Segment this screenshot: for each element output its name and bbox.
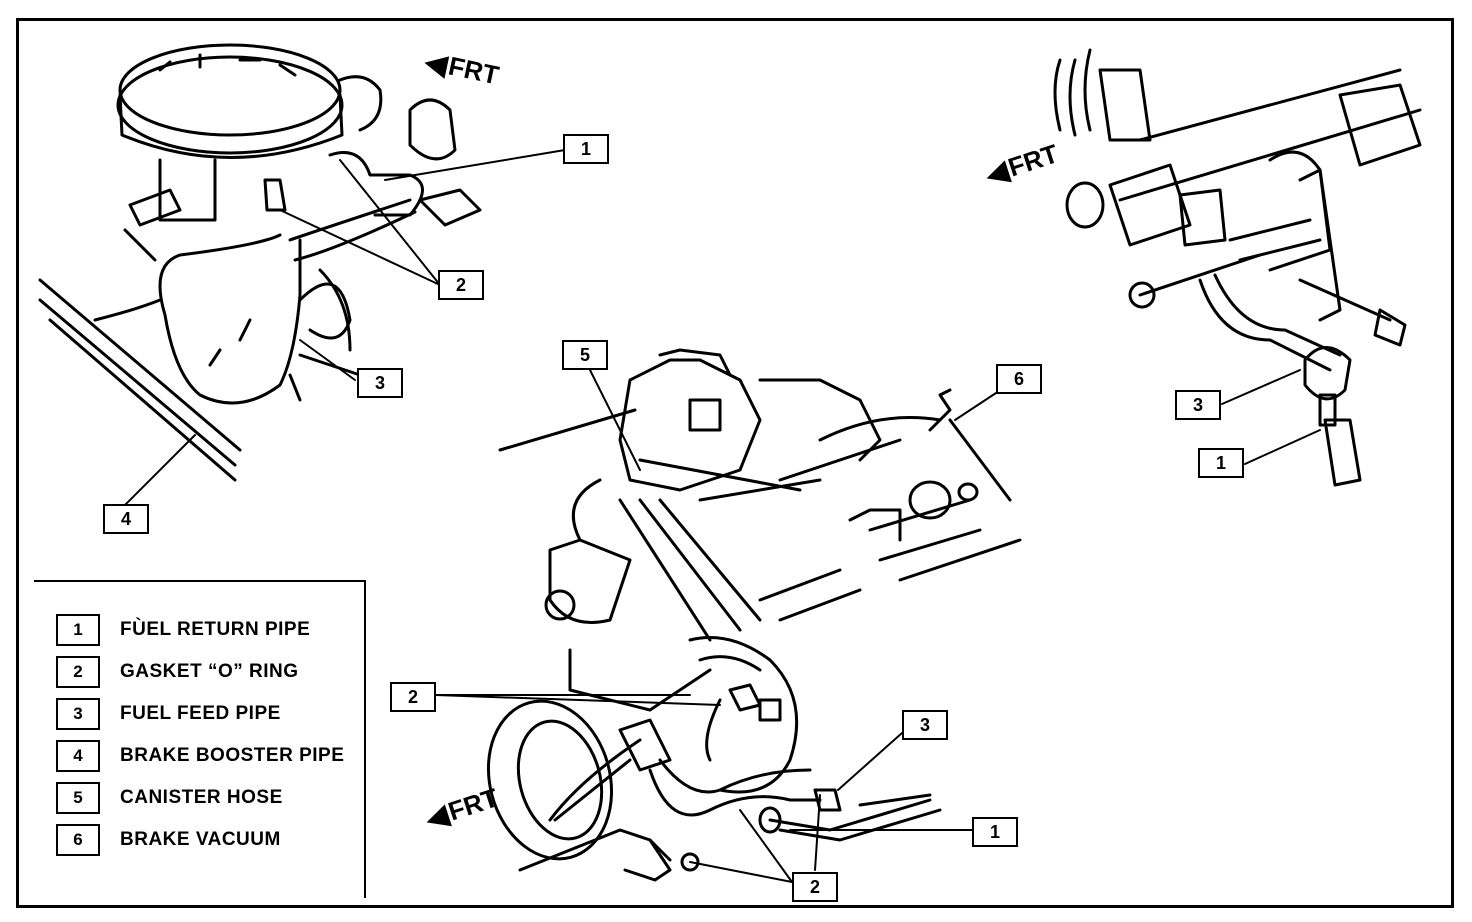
legend-number: 6 (56, 824, 100, 856)
right-illustration (1053, 48, 1422, 487)
center-leaders (435, 369, 997, 883)
legend-number: 2 (56, 656, 100, 688)
legend-number: 3 (56, 698, 100, 730)
callout-1-right: 1 (1198, 448, 1244, 478)
callout-1-bottom: 1 (972, 817, 1018, 847)
engine-illustration (486, 348, 1022, 882)
legend-number: 1 (56, 614, 100, 646)
legend-item: 5 CANISTER HOSE (56, 782, 283, 814)
legend-label: CANISTER HOSE (120, 787, 283, 808)
legend-item: 1 FÙEL RETURN PIPE (56, 614, 310, 646)
callout-2-top-left: 2 (438, 270, 484, 300)
diagram-frame (16, 18, 1454, 908)
legend-number: 5 (56, 782, 100, 814)
legend: 1 FÙEL RETURN PIPE 2 GASKET “O” RING 3 F… (34, 580, 366, 898)
callout-5-center: 5 (562, 340, 608, 370)
legend-label: FUEL FEED PIPE (120, 703, 281, 724)
callout-2-bottom: 2 (792, 872, 838, 902)
legend-item: 2 GASKET “O” RING (56, 656, 299, 688)
callout-3-bottom: 3 (902, 710, 948, 740)
legend-label: BRAKE BOOSTER PIPE (120, 745, 345, 766)
legend-item: 6 BRAKE VACUUM (56, 824, 281, 856)
legend-item: 4 BRAKE BOOSTER PIPE (56, 740, 344, 772)
legend-item: 3 FUEL FEED PIPE (56, 698, 281, 730)
top-left-leaders (124, 149, 566, 506)
legend-label: BRAKE VACUUM (120, 829, 281, 850)
top-left-illustration (38, 43, 482, 482)
callout-2-bottom-left: 2 (390, 682, 436, 712)
callout-6-center: 6 (996, 364, 1042, 394)
callout-4-top-left: 4 (103, 504, 149, 534)
right-leaders (1221, 369, 1321, 465)
legend-label: FÙEL RETURN PIPE (120, 619, 311, 640)
legend-label: GASKET “O” RING (120, 661, 299, 682)
callout-3-top-left: 3 (357, 368, 403, 398)
legend-number: 4 (56, 740, 100, 772)
callout-1-top-left: 1 (563, 134, 609, 164)
callout-3-right: 3 (1175, 390, 1221, 420)
